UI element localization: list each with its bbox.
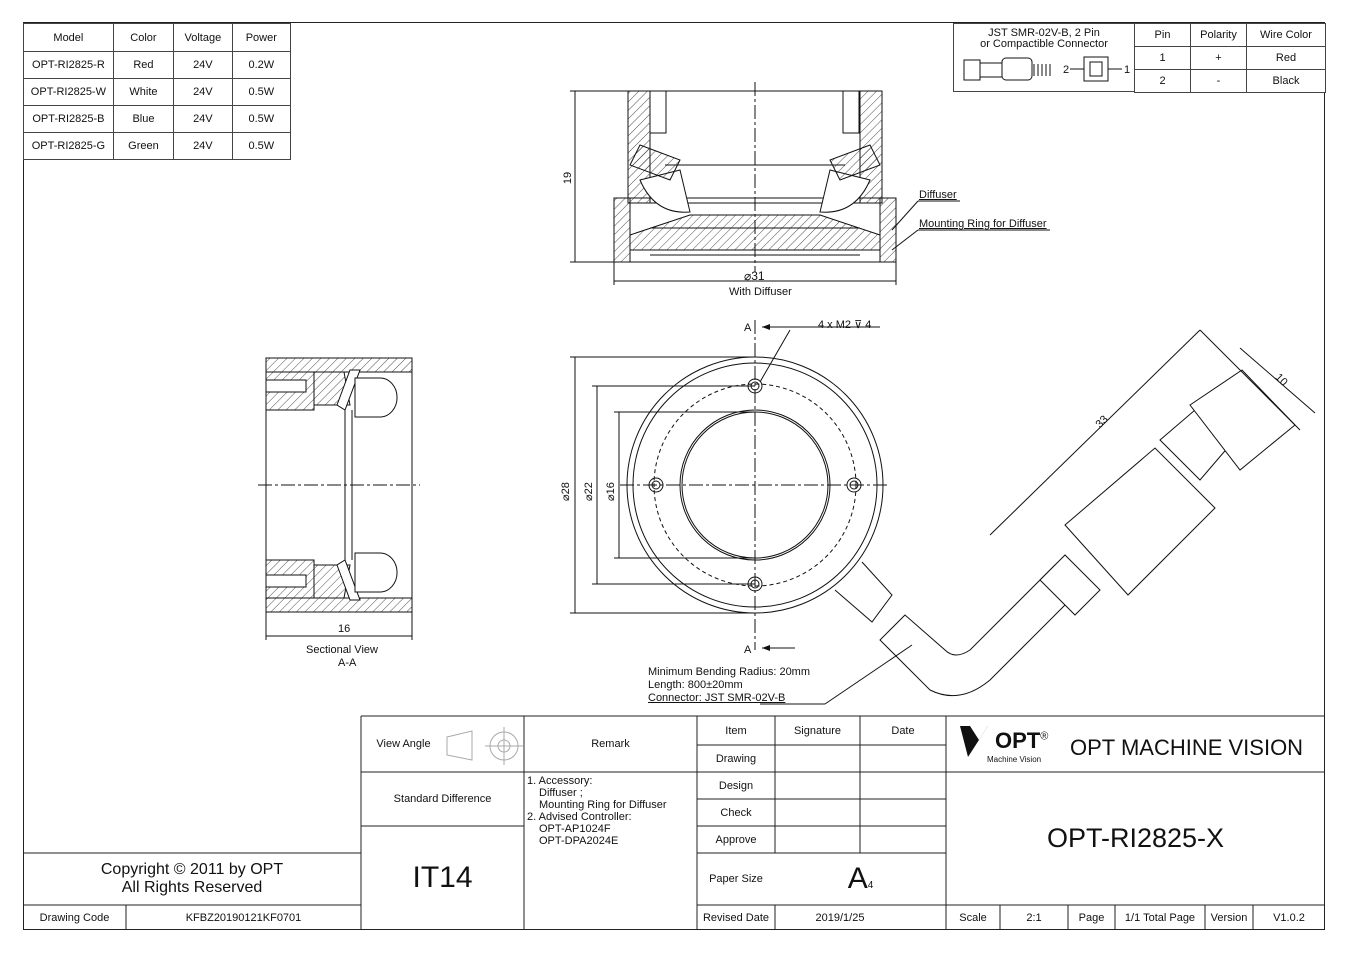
standard-difference-label: Standard Difference xyxy=(393,793,492,805)
with-diffuser-label: With Diffuser xyxy=(729,286,792,298)
color-cell: White xyxy=(112,78,175,106)
drawing-code-value: KFBZ20190121KF0701 xyxy=(185,911,302,924)
version-value: V1.0.2 xyxy=(1273,911,1305,924)
version-label: Version xyxy=(1210,911,1248,924)
front-view xyxy=(570,320,1316,705)
table-row: 2 - Black xyxy=(1134,69,1326,93)
wire-color-cell: Black xyxy=(1246,69,1326,93)
dim-16-front-value: 16 xyxy=(604,482,617,495)
company-name: OPT MACHINE VISION xyxy=(1070,735,1304,760)
drawing-code-label: Drawing Code xyxy=(39,911,110,924)
holes-depth: 4 xyxy=(865,319,872,331)
design-row-label: Design xyxy=(718,779,754,792)
approve-row-label: Approve xyxy=(715,833,757,846)
pin-header: Pin xyxy=(1134,23,1191,47)
signature-header: Signature xyxy=(793,724,842,737)
check-row-label: Check xyxy=(720,806,752,819)
dim-31-value: 31 xyxy=(751,269,765,283)
power-cell: 0.5W xyxy=(231,105,292,133)
table-row: OPT-RI2825-W White 24V 0.5W xyxy=(23,78,292,106)
sectional-view-id: A-A xyxy=(338,657,357,669)
connector-subtitle: or Compactible Connector xyxy=(980,38,1108,50)
power-cell: 0.2W xyxy=(231,51,292,79)
remark-line: 1. Accessory: xyxy=(527,775,593,787)
remark-line: OPT-AP1024F xyxy=(539,823,611,835)
scale-label: Scale xyxy=(959,911,987,924)
dim-16-section: 16 xyxy=(338,623,351,635)
remark-line: Mounting Ring for Diffuser xyxy=(539,799,667,811)
logo-wordmark: OPT xyxy=(995,728,1041,753)
table-row: OPT-RI2825-B Blue 24V 0.5W xyxy=(23,105,292,133)
voltage-cell: 24V xyxy=(173,105,233,133)
mounting-ring-label: Mounting Ring for Diffuser xyxy=(919,218,1047,230)
copyright-line2: All Rights Reserved xyxy=(121,879,263,896)
dim-22: ⌀22 xyxy=(582,482,595,501)
revised-date-value: 2019/1/25 xyxy=(815,911,865,924)
model-table: Model Color Voltage Power OPT-RI2825-R R… xyxy=(23,23,292,160)
sectional-view-label: Sectional View xyxy=(306,644,378,656)
voltage-cell: 24V xyxy=(173,132,233,160)
holes-callout-text: 4 x M2 xyxy=(818,319,852,331)
voltage-header: Voltage xyxy=(173,23,233,52)
paper-size-letter: A xyxy=(847,862,868,895)
title-block-lines xyxy=(23,715,1325,930)
connector-title: JST SMR-02V-B, 2 Pin xyxy=(988,27,1100,39)
cable-connector: Connector: JST SMR-02V-B xyxy=(648,692,786,704)
paper-size-number: 4 xyxy=(867,879,874,891)
logo-registered: ® xyxy=(1040,730,1049,743)
page-label: Page xyxy=(1078,911,1105,924)
sectional-view xyxy=(258,357,420,640)
scale-value: 2:1 xyxy=(1026,911,1042,924)
remark-line: Diffuser ; xyxy=(539,787,583,799)
logo-subtitle: Machine Vision xyxy=(987,755,1042,764)
pin-label-1: 1 xyxy=(1124,64,1131,76)
opt-logo-icon xyxy=(960,726,988,757)
pin-cell: 2 xyxy=(1134,69,1191,93)
tolerance-grade: IT14 xyxy=(412,861,473,894)
pin-label-2: 2 xyxy=(1063,64,1070,76)
power-cell: 0.5W xyxy=(231,132,292,160)
model-cell: OPT-RI2825-G xyxy=(23,132,114,160)
table-row: OPT-RI2825-R Red 24V 0.2W xyxy=(23,51,292,79)
copyright-line1: Copyright © 2011 by OPT xyxy=(100,861,284,878)
polarity-cell: - xyxy=(1190,69,1247,93)
dim-28: ⌀28 xyxy=(559,482,572,501)
view-angle-label: View Angle xyxy=(376,738,431,750)
dim-22-value: 22 xyxy=(582,482,595,495)
dim-31-diameter: ⌀31 xyxy=(744,269,765,283)
connector-table: JST SMR-02V-B, 2 Pin or Compactible Conn… xyxy=(953,23,1326,93)
wire-color-header: Wire Color xyxy=(1246,23,1326,47)
side-view-with-diffuser xyxy=(570,82,1050,285)
revised-date-label: Revised Date xyxy=(702,911,770,924)
item-header: Item xyxy=(725,724,747,737)
view-angle-icon xyxy=(446,727,523,765)
date-header: Date xyxy=(891,724,915,737)
holes-callout: 4 x M2 ⊽ 4 xyxy=(818,319,872,331)
section-mark-top: A xyxy=(744,322,752,334)
total-page: 1/1 Total Page xyxy=(1124,911,1196,924)
dim-28-value: 28 xyxy=(559,482,572,495)
part-number: OPT-RI2825-X xyxy=(1046,823,1225,853)
remark-header: Remark xyxy=(591,738,630,750)
cable-bend-radius: Minimum Bending Radius: 20mm xyxy=(648,666,811,678)
color-cell: Red xyxy=(112,51,175,79)
section-mark-bottom: A xyxy=(744,644,752,656)
diffuser-label: Diffuser xyxy=(919,189,957,201)
connector-icon xyxy=(963,56,1122,82)
drawing-frame xyxy=(23,22,1325,930)
model-cell: OPT-RI2825-W xyxy=(23,78,114,106)
table-row: OPT-RI2825-G Green 24V 0.5W xyxy=(23,132,292,160)
color-cell: Green xyxy=(112,132,175,160)
drawing-row-label: Drawing xyxy=(715,752,757,765)
cable-length: Length: 800±20mm xyxy=(648,679,743,691)
dim-16-front: ⌀16 xyxy=(604,482,617,501)
dim-19: 19 xyxy=(562,171,575,185)
logo-text: OPT® xyxy=(995,728,1048,754)
remark-list: 1. Accessory: Diffuser ; Mounting Ring f… xyxy=(527,775,667,847)
paper-size-label: Paper Size xyxy=(709,873,763,885)
remark-line: OPT-DPA2024E xyxy=(539,835,619,847)
remark-line: 2. Advised Controller: xyxy=(527,811,632,823)
